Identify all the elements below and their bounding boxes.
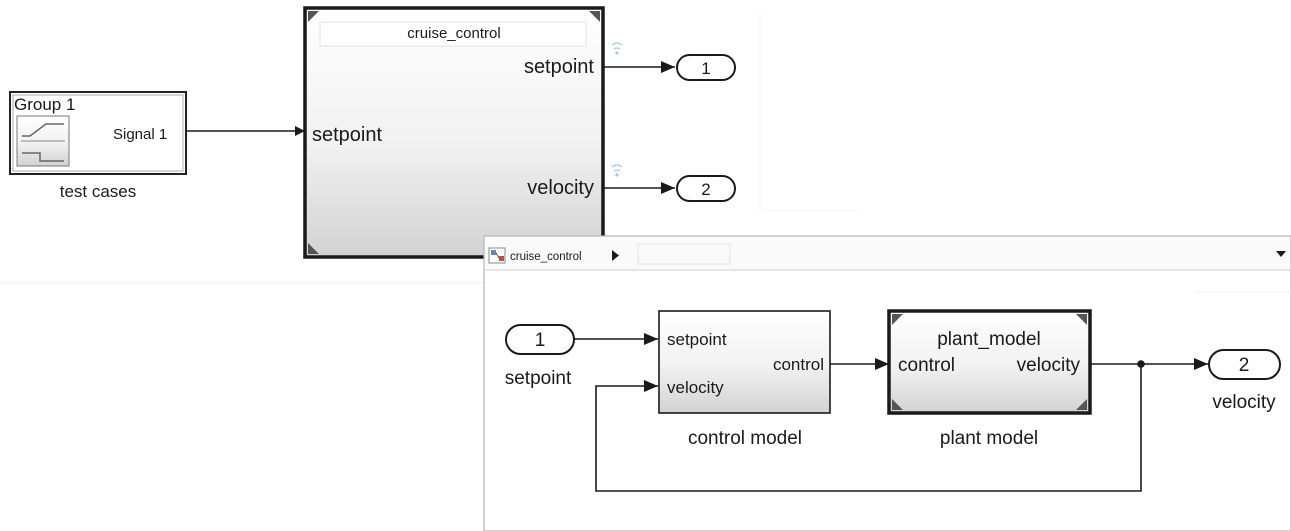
plant-out-label: velocity: [1017, 355, 1081, 376]
breadcrumb-chevron-icon: [612, 250, 619, 261]
outport-2-number: 2: [701, 180, 710, 199]
subsystem-out-port-1-label: setpoint: [524, 56, 594, 78]
plant-model-block[interactable]: [887, 309, 1092, 415]
branch-point: [1137, 360, 1145, 368]
control-in-setpoint-label: setpoint: [667, 330, 727, 349]
source-caption: test cases: [60, 182, 137, 201]
subsystem-in-port-label: setpoint: [312, 124, 382, 146]
inner-outport-2-number: 2: [1239, 355, 1250, 376]
inner-inport-1-label: setpoint: [505, 368, 572, 389]
control-model-caption: control model: [688, 428, 802, 449]
cruise-control-subsystem[interactable]: [303, 6, 605, 259]
plant-model-caption: plant model: [940, 428, 1038, 449]
source-group-label: Group 1: [14, 95, 75, 114]
control-in-velocity-label: velocity: [667, 378, 724, 397]
breadcrumb[interactable]: cruise_control: [488, 247, 619, 264]
subsystem-title: cruise_control: [407, 25, 500, 42]
plant-model-title: plant_model: [937, 329, 1041, 350]
outport-1-number: 1: [701, 59, 710, 78]
inner-outport-2-label: velocity: [1212, 392, 1276, 413]
inner-outport-2[interactable]: [1208, 349, 1281, 380]
subsystem-out-port-2-label: velocity: [527, 177, 594, 199]
outport-2[interactable]: [676, 175, 736, 202]
signal-logging-icon: [611, 164, 623, 177]
inner-line-feedback[interactable]: [595, 364, 1142, 492]
breadcrumb-label: cruise_control: [510, 251, 582, 263]
inner-inport-1-number: 1: [535, 330, 546, 351]
signal-editor-block[interactable]: [9, 91, 187, 175]
control-model-block[interactable]: [658, 310, 831, 414]
signal-logging-icon: [611, 42, 623, 55]
plant-in-label: control: [898, 355, 955, 376]
panel-dropdown-chevron-icon[interactable]: [1276, 251, 1286, 257]
source-signal-label: Signal 1: [113, 126, 167, 143]
signal-builder-icon: [16, 115, 70, 167]
control-out-label: control: [773, 355, 824, 374]
model-icon: [488, 247, 506, 264]
outport-1[interactable]: [676, 54, 736, 81]
